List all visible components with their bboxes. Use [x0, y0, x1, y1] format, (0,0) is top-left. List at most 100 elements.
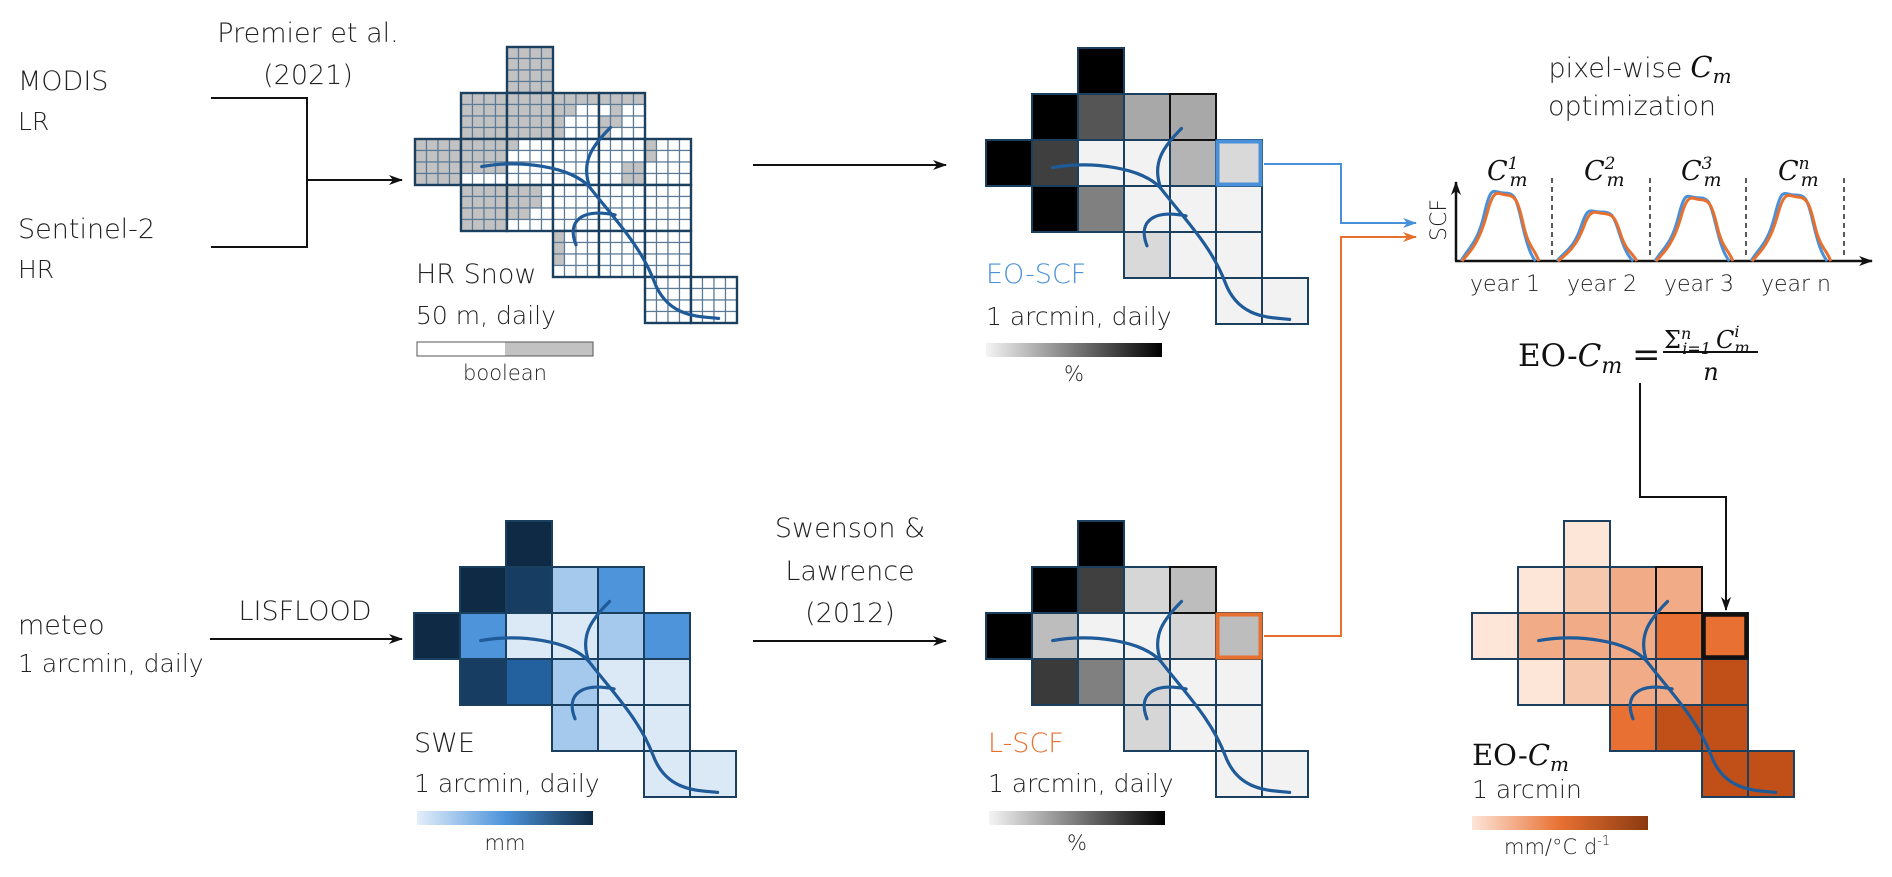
- hr-subpixel: [506, 138, 520, 152]
- hr-subpixel: [632, 161, 646, 175]
- hr-subpixel: [552, 126, 566, 140]
- swenson-label-line1: Swenson &: [775, 513, 925, 544]
- hr-subpixel: [575, 92, 589, 106]
- formula-to-eo-cm-connector: [1639, 383, 1731, 611]
- hr-subpixel: [678, 184, 692, 198]
- hr-subpixel: [552, 172, 566, 186]
- hr-subpixel: [483, 195, 497, 209]
- hr-subpixel: [667, 207, 681, 221]
- grid-cell: [1077, 139, 1125, 187]
- hr-subpixel: [655, 161, 669, 175]
- hr-subpixel: [506, 184, 520, 198]
- hr-subpixel: [621, 241, 635, 255]
- hr-subpixel: [460, 103, 474, 117]
- hr-subpixel: [506, 80, 520, 94]
- grid-cell: [1655, 612, 1703, 660]
- hr-subpixel: [690, 276, 704, 290]
- hr-subpixel: [437, 149, 451, 163]
- hr-subpixel: [448, 161, 462, 175]
- grid-cell: [1563, 658, 1611, 706]
- grid-cell: [1701, 704, 1749, 752]
- meteo-resolution: 1 arcmin, daily: [18, 649, 204, 678]
- grid-cell: [1031, 185, 1079, 233]
- hr-subpixel: [448, 149, 462, 163]
- grid-cell: [459, 612, 507, 660]
- hr-snow-colorbar: [416, 341, 594, 357]
- hr-subpixel: [529, 138, 543, 152]
- hr-subpixel: [690, 287, 704, 301]
- hr-subpixel: [552, 253, 566, 267]
- hr-subpixel: [644, 241, 658, 255]
- hr-subpixel: [540, 57, 554, 71]
- hr-subpixel: [667, 184, 681, 198]
- grid-cell: [1701, 612, 1749, 660]
- grid-cell-outline: [1169, 93, 1217, 141]
- l-scf-curve: [1654, 196, 1735, 263]
- hr-subpixel: [655, 276, 669, 290]
- hr-subpixel: [586, 161, 600, 175]
- hr-subpixel: [586, 230, 600, 244]
- eo-cm-map: [1471, 520, 1795, 798]
- hr-subpixel: [609, 138, 623, 152]
- hr-subpixel: [713, 299, 727, 313]
- river-tributary: [584, 125, 613, 189]
- year-cm-sub: m: [1801, 169, 1819, 191]
- grid-cell: [1517, 612, 1565, 660]
- hr-subpixel: [552, 184, 566, 198]
- hr-subpixel: [529, 103, 543, 117]
- formula-equals: =: [1632, 335, 1661, 375]
- hr-subpixel: [517, 115, 531, 129]
- hr-subpixel: [667, 264, 681, 278]
- hr-subpixel: [678, 299, 692, 313]
- highlighted-pixel: [1215, 612, 1263, 660]
- hr-subpixel: [460, 207, 474, 221]
- swe-subtitle: 1 arcmin, daily: [414, 769, 600, 798]
- hr-subpixel: [471, 207, 485, 221]
- hr-subpixel: [678, 218, 692, 232]
- grid-cell: [643, 612, 691, 660]
- grid-cell: [1701, 750, 1749, 798]
- hr-subpixel: [609, 253, 623, 267]
- grid-cell: [1701, 658, 1749, 706]
- hr-subpixel: [563, 184, 577, 198]
- hr-subpixel: [690, 299, 704, 313]
- hr-subpixel: [529, 46, 543, 60]
- hr-subpixel: [460, 172, 474, 186]
- hr-subpixel: [632, 230, 646, 244]
- hr-subpixel: [460, 161, 474, 175]
- hr-subpixel: [667, 172, 681, 186]
- hr-subpixel: [575, 126, 589, 140]
- hr-subpixel: [609, 230, 623, 244]
- hr-subpixel: [471, 184, 485, 198]
- hr-subpixel: [425, 138, 439, 152]
- l-scf-curve: [1557, 210, 1639, 263]
- hr-subpixel: [598, 218, 612, 232]
- hr-subpixel: [598, 184, 612, 198]
- hr-subpixel: [678, 161, 692, 175]
- l-scf-curve: [1460, 191, 1541, 263]
- hr-subpixel: [494, 92, 508, 106]
- hr-subpixel: [506, 172, 520, 186]
- river-tributary: [1155, 599, 1184, 663]
- hr-subpixel: [563, 126, 577, 140]
- swe-colorbar: [417, 811, 593, 825]
- hr-subpixel: [667, 149, 681, 163]
- year-cm-sub: m: [1607, 169, 1625, 191]
- hr-subpixel: [575, 184, 589, 198]
- hr-subpixel: [598, 138, 612, 152]
- hr-subpixel: [517, 103, 531, 117]
- grid-cell: [1215, 139, 1263, 187]
- hr-subpixel: [540, 115, 554, 129]
- hr-subpixel: [460, 218, 474, 232]
- l-scf-colorbar: [989, 811, 1165, 825]
- hr-subpixel: [632, 172, 646, 186]
- hr-subpixel: [678, 241, 692, 255]
- hr-subpixel: [529, 80, 543, 94]
- hr-subpixel: [586, 253, 600, 267]
- hr-subpixel: [655, 253, 669, 267]
- hr-subpixel: [552, 115, 566, 129]
- hr-subpixel: [471, 138, 485, 152]
- hr-subpixel: [621, 115, 635, 129]
- premier-label-line2: (2021): [263, 60, 353, 91]
